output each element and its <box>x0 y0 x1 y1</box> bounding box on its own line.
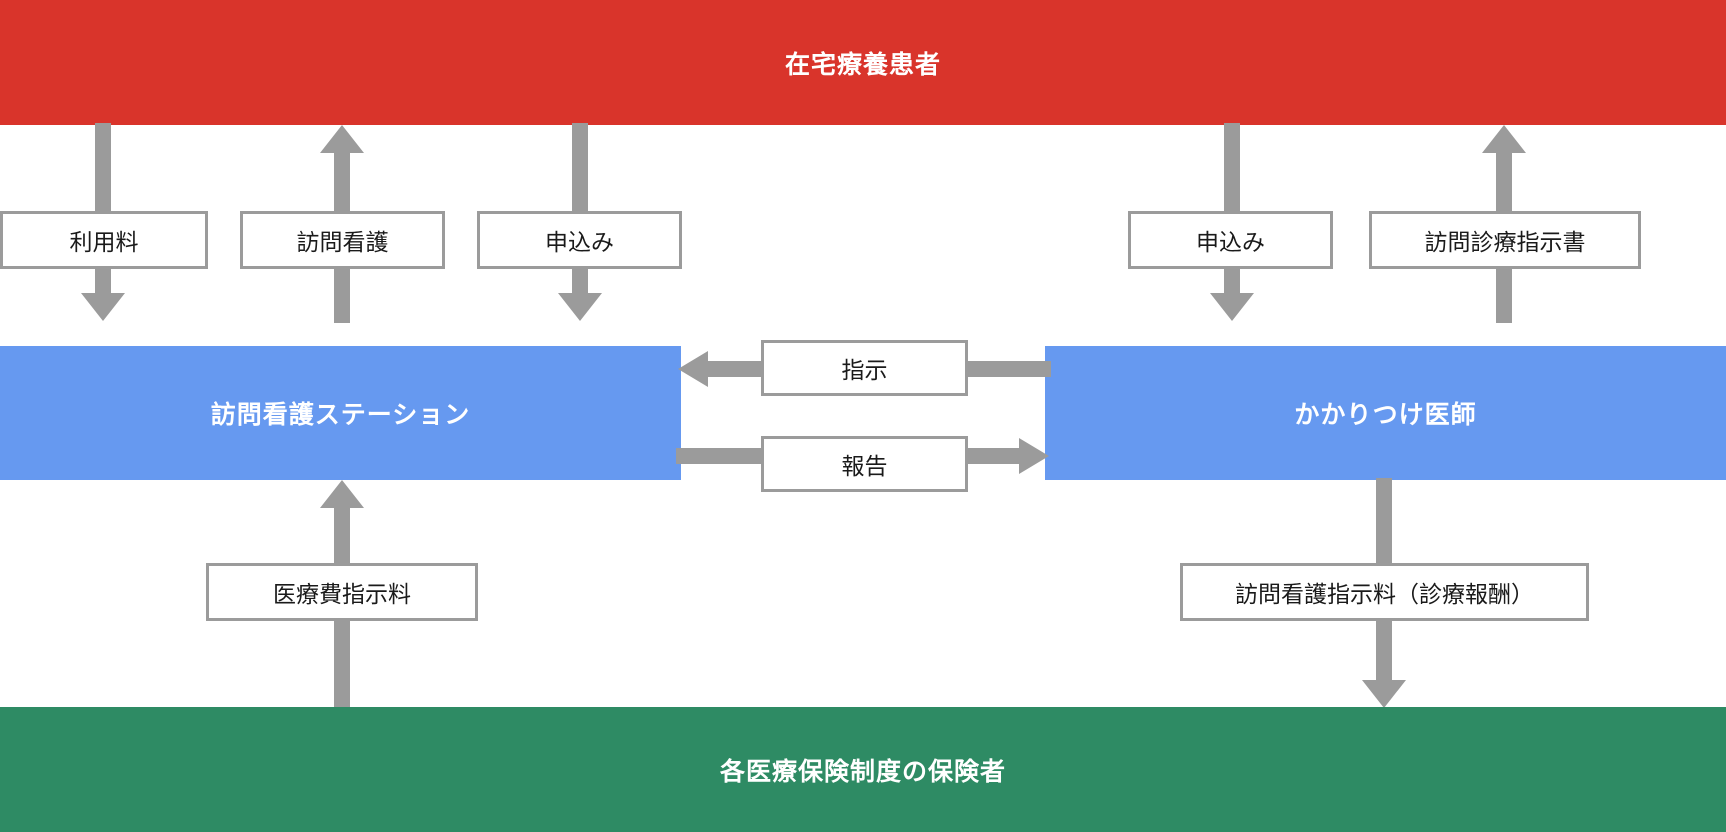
edge-label-application-left: 申込み <box>477 211 682 269</box>
node-patient-label: 在宅療養患者 <box>784 50 941 79</box>
edge-label-home-care-directive: 訪問診療指示書 <box>1369 211 1641 269</box>
node-insurer-band: 各医療保険制度の保険者 <box>0 707 1726 832</box>
node-visiting-nurse-station-band: 訪問看護ステーション <box>0 346 681 480</box>
edge-label-report: 報告 <box>761 436 968 492</box>
edge-label-instruction: 指示 <box>761 340 968 396</box>
node-family-doctor-band: かかりつけ医師 <box>1045 346 1726 480</box>
node-visiting-nurse-station-label: 訪問看護ステーション <box>210 401 471 429</box>
edge-label-nursing-directive-fee: 訪問看護指示料（診療報酬） <box>1180 563 1589 621</box>
edge-label-application-right: 申込み <box>1128 211 1333 269</box>
edge-label-usage-fee: 利用料 <box>0 211 208 269</box>
edge-label-medical-fee-directive: 医療費指示料 <box>206 563 478 621</box>
node-insurer-label: 各医療保険制度の保険者 <box>719 757 1006 786</box>
node-patient-band: 在宅療養患者 <box>0 0 1726 125</box>
edge-label-visiting-nursing: 訪問看護 <box>240 211 445 269</box>
node-family-doctor-label: かかりつけ医師 <box>1294 401 1477 429</box>
